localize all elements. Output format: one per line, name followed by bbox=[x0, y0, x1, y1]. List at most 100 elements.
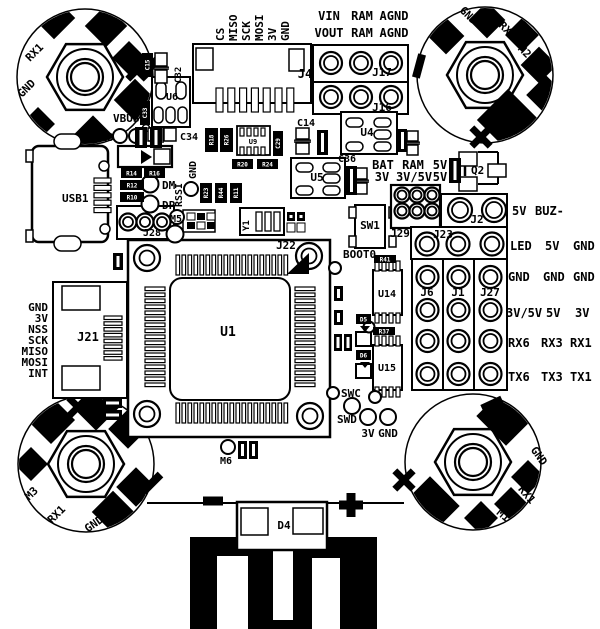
component-small bbox=[113, 253, 123, 270]
slot-pad bbox=[144, 322, 166, 328]
slot-pad bbox=[229, 254, 235, 276]
slot-pad bbox=[205, 254, 211, 276]
slot-pad bbox=[144, 370, 166, 376]
label-5v: 5V bbox=[433, 158, 447, 172]
slot-pad bbox=[277, 402, 283, 424]
oval-pad bbox=[322, 173, 341, 184]
shape bbox=[121, 168, 142, 178]
slot-pad bbox=[144, 292, 166, 298]
mount-hole-outer bbox=[66, 444, 106, 484]
mount-hex-nut bbox=[46, 429, 126, 499]
slot-pad bbox=[93, 192, 112, 199]
direction-bar bbox=[203, 496, 223, 506]
chip-u15-body bbox=[372, 344, 403, 391]
slot-pad bbox=[144, 286, 166, 292]
hole-inner bbox=[122, 216, 134, 228]
slot-pad bbox=[246, 127, 252, 137]
label-q2: Q2 bbox=[471, 164, 484, 177]
label-c33: C33 bbox=[142, 107, 149, 118]
shape bbox=[120, 180, 144, 190]
label-gnd: GND bbox=[188, 161, 199, 179]
triangle-mark bbox=[141, 150, 152, 164]
slot-pad bbox=[271, 402, 277, 424]
slot-pad bbox=[395, 335, 401, 347]
oval-pad bbox=[175, 81, 187, 100]
label-agnd: AGND bbox=[380, 26, 409, 40]
slot-pad bbox=[388, 335, 394, 347]
shape bbox=[295, 142, 310, 155]
mount-hole-inner bbox=[469, 59, 501, 91]
label-j23: J23 bbox=[433, 228, 453, 241]
label-sck: SCK bbox=[28, 334, 48, 347]
label-u1: U1 bbox=[220, 325, 236, 340]
j16-holes bbox=[318, 84, 404, 110]
label-j21: J21 bbox=[77, 330, 99, 344]
round-pad bbox=[343, 397, 361, 415]
oval-pad bbox=[295, 185, 314, 196]
oval-pad bbox=[295, 162, 314, 173]
tile-pad bbox=[286, 222, 296, 233]
label-r20: R20 bbox=[237, 161, 248, 168]
slot-pad bbox=[294, 286, 316, 292]
hole-inner bbox=[419, 302, 436, 318]
slot-pad bbox=[277, 254, 283, 276]
label-3v: 3V bbox=[375, 170, 389, 184]
slot-pad bbox=[247, 402, 253, 424]
shape bbox=[163, 127, 177, 142]
slot-pad bbox=[193, 402, 199, 424]
label-gnd: GND bbox=[279, 21, 292, 41]
slot-pad bbox=[294, 292, 316, 298]
slot-pad bbox=[283, 254, 289, 276]
label-r37: R37 bbox=[379, 328, 390, 335]
capacitor-symbol bbox=[153, 52, 169, 84]
round-pad bbox=[183, 181, 199, 197]
label-c29: C29 bbox=[275, 138, 282, 149]
oval-pad bbox=[53, 235, 82, 252]
label-rx3: RX3 bbox=[541, 336, 563, 350]
shape bbox=[374, 255, 396, 263]
y1-slot bbox=[264, 211, 272, 232]
slot-pad bbox=[227, 87, 236, 113]
slot-pad bbox=[294, 352, 316, 358]
shape bbox=[232, 159, 253, 169]
label-r41: R41 bbox=[380, 256, 391, 263]
slot-pad bbox=[144, 304, 166, 310]
shape bbox=[356, 314, 371, 324]
round-pad bbox=[140, 194, 160, 214]
slot-pad bbox=[144, 340, 166, 346]
component-c15: C15 bbox=[142, 53, 153, 77]
tile-pad bbox=[296, 222, 306, 233]
component-r23: R23 bbox=[200, 183, 212, 203]
label-sw1: SW1 bbox=[360, 219, 380, 232]
slot-pad bbox=[103, 350, 123, 355]
round-pad bbox=[328, 261, 342, 275]
component-r37: R37 bbox=[373, 327, 395, 335]
refdes-mark bbox=[346, 337, 350, 348]
battery-pad-slot bbox=[273, 550, 293, 620]
label-int: INT bbox=[28, 367, 48, 380]
x-mark bbox=[469, 125, 493, 149]
slot-pad bbox=[294, 328, 316, 334]
shape bbox=[273, 131, 283, 156]
slot-pad bbox=[294, 298, 316, 304]
hole-inner bbox=[485, 201, 503, 219]
label-dp: DP bbox=[162, 199, 176, 212]
hole-inner bbox=[138, 249, 156, 267]
label-3v5v: 3V/5V bbox=[396, 170, 432, 184]
slot-pad bbox=[211, 402, 217, 424]
oval-pad bbox=[373, 141, 392, 152]
component-small bbox=[334, 334, 342, 351]
component-r26: R26 bbox=[220, 128, 233, 152]
refdes-mark bbox=[299, 215, 303, 218]
slot-pad bbox=[175, 254, 181, 276]
slot-pad bbox=[239, 127, 245, 137]
shape bbox=[154, 52, 168, 67]
slot-pad bbox=[144, 352, 166, 358]
refdes-mark bbox=[321, 133, 324, 152]
label-5v: 5V bbox=[433, 170, 447, 184]
hole-inner bbox=[396, 205, 408, 217]
component-r18: R18 bbox=[205, 128, 218, 152]
component-c33: C33 bbox=[140, 101, 150, 125]
